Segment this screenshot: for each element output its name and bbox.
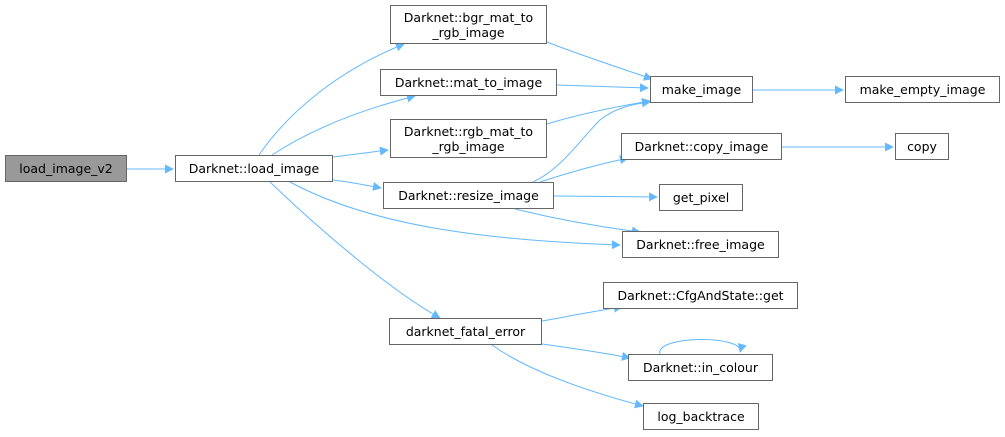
node-load-image-v2: load_image_v2	[5, 155, 127, 182]
edge-resize-image-to-free-image	[514, 208, 641, 236]
node-darknet-free-image[interactable]: Darknet::free_image	[622, 231, 779, 258]
edge-mat-to-image-to-make-image	[556, 83, 649, 93]
node-darknet-cfgandstate-get[interactable]: Darknet::CfgAndState::get	[603, 282, 798, 309]
edge-resize-image-to-copy-image	[539, 155, 629, 183]
edge-resize-image-to-get-pixel	[553, 192, 658, 202]
node-get-pixel[interactable]: get_pixel	[659, 184, 743, 211]
node-darknet-in-colour[interactable]: Darknet::in_colour	[628, 354, 773, 381]
edge-bgr-mat-to-rgb-image-to-make-image	[546, 41, 653, 81]
edge-darknet-fatal-error-to-log-backtrace	[491, 344, 644, 409]
edge-load-image-to-resize-image	[332, 179, 382, 191]
node-darknet-rgb-mat-to-rgb-image[interactable]: Darknet::rgb_mat_to _rgb_image	[390, 119, 547, 158]
node-copy[interactable]: copy	[895, 133, 949, 160]
node-darknet-load-image[interactable]: Darknet::load_image	[175, 155, 333, 182]
edge-load-image-to-rgb-mat-to-rgb-image	[332, 146, 389, 158]
edge-rgb-mat-to-rgb-image-to-make-image	[546, 97, 651, 125]
edge-load-image-to-mat-to-image	[271, 93, 416, 156]
node-make-image[interactable]: make_image	[650, 76, 753, 103]
node-darknet-fatal-error[interactable]: darknet_fatal_error	[389, 318, 542, 345]
edge-load-image-to-bgr-mat-to-rgb-image	[258, 42, 405, 156]
node-darknet-copy-image[interactable]: Darknet::copy_image	[621, 133, 782, 160]
node-darknet-bgr-mat-to-rgb-image[interactable]: Darknet::bgr_mat_to _rgb_image	[390, 5, 547, 44]
node-darknet-resize-image[interactable]: Darknet::resize_image	[383, 182, 554, 209]
edge-darknet-fatal-error-to-cfg-get	[541, 303, 623, 322]
edge-in-colour-to-in-colour	[659, 339, 747, 355]
edge-resize-image-to-make-image	[532, 98, 651, 183]
edge-darknet-fatal-error-to-in-colour	[541, 343, 631, 361]
node-darknet-mat-to-image[interactable]: Darknet::mat_to_image	[380, 69, 557, 96]
node-make-empty-image[interactable]: make_empty_image	[845, 76, 1000, 103]
edge-load-image-to-darknet-fatal-error	[269, 181, 441, 319]
node-log-backtrace[interactable]: log_backtrace	[643, 403, 759, 430]
edge-load-image-to-free-image	[289, 181, 621, 250]
